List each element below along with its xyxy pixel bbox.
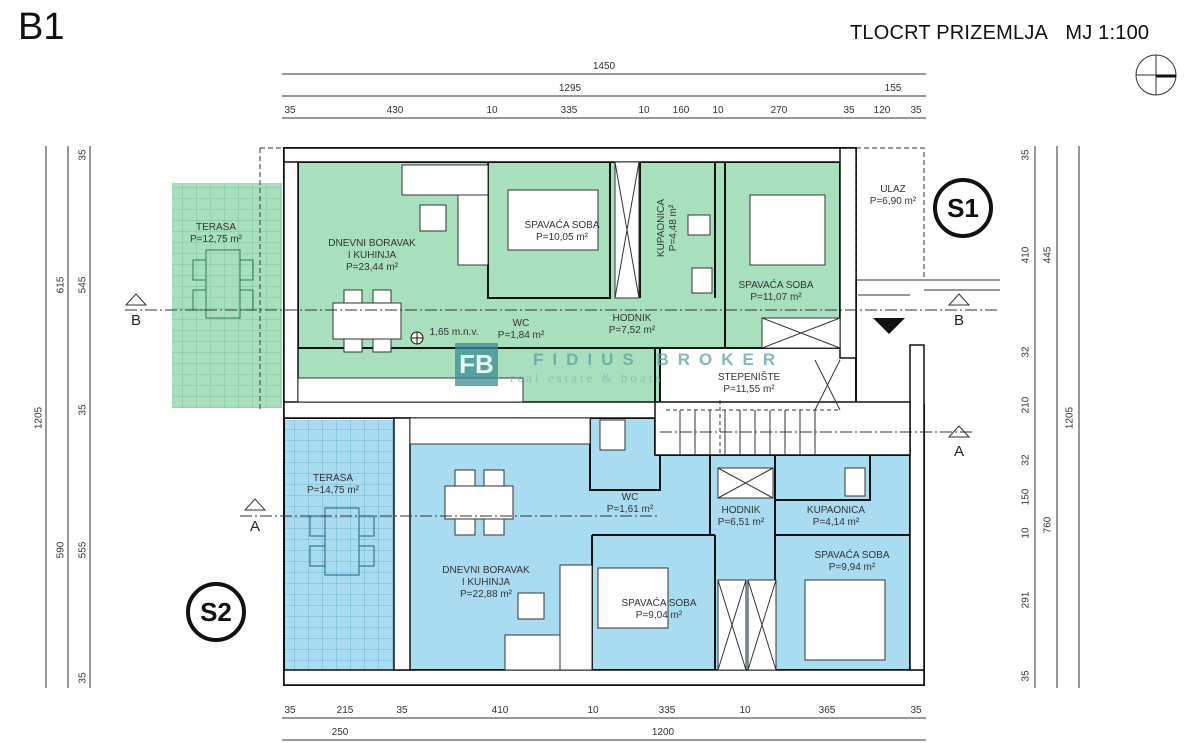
dim-right-total: 1205 — [1064, 406, 1076, 430]
section-marker-b: B — [953, 312, 965, 329]
dim-left-detail: 555 — [77, 541, 89, 559]
dim-top-detail: 35 — [284, 105, 296, 116]
dim-bottom-detail: 35 — [910, 705, 922, 716]
dim-left-total: 1205 — [33, 406, 45, 430]
dim-left-detail: 35 — [77, 404, 89, 416]
dim-top-detail: 335 — [560, 105, 578, 116]
dim-top-detail: 120 — [873, 105, 891, 116]
dim-right-detail: 291 — [1020, 591, 1032, 609]
dim-left-mid: 615 — [55, 276, 67, 294]
north-arrow-icon — [1135, 54, 1177, 96]
dim-bottom-detail: 35 — [284, 705, 296, 716]
dim-top-detail: 10 — [712, 105, 724, 116]
dim-top-mid: 1295 — [558, 83, 582, 94]
dim-top-detail: 10 — [486, 105, 498, 116]
section-marker-a: A — [953, 443, 965, 460]
dim-bottom-detail: 215 — [336, 705, 354, 716]
level-mark-label: 1,65 m.n.v. — [429, 327, 479, 338]
dim-top-detail: 35 — [843, 105, 855, 116]
dim-bottom-detail: 35 — [396, 705, 408, 716]
dim-left-detail: 35 — [77, 672, 89, 684]
scale-text: MJ 1:100 — [1065, 22, 1150, 44]
dim-bottom-detail: 365 — [818, 705, 836, 716]
dim-bottom-detail: 335 — [658, 705, 676, 716]
watermark-tagline: real estate & boats — [510, 370, 664, 385]
dim-top-detail: 270 — [770, 105, 788, 116]
dim-top-detail: 10 — [638, 105, 650, 116]
watermark-name: FIDIUS BROKER — [533, 350, 785, 369]
dim-left-detail: 35 — [77, 149, 89, 161]
section-marker-a: A — [249, 518, 261, 535]
dim-top-detail: 35 — [910, 105, 922, 116]
dim-right-detail: 410 — [1020, 246, 1032, 264]
dim-right-detail: 150 — [1020, 488, 1032, 506]
dim-right-detail: 32 — [1020, 454, 1032, 466]
dim-bottom-total: 1200 — [651, 727, 675, 738]
unit-badge-s1: S1 — [933, 178, 993, 238]
dim-left-mid: 590 — [55, 541, 67, 559]
dim-left-detail: 545 — [77, 276, 89, 294]
terrace-s1 — [172, 183, 282, 408]
entrance-arrow-icon — [873, 318, 905, 334]
dim-right-detail: 35 — [1020, 670, 1032, 682]
title-text: TLOCRT PRIZEMLJA — [850, 22, 1049, 44]
dim-right-mid: 445 — [1042, 246, 1054, 264]
dim-right-detail: 32 — [1020, 346, 1032, 358]
section-marker-b: B — [130, 312, 142, 329]
dim-top-mid: 155 — [884, 83, 902, 94]
drawing-title: TLOCRT PRIZEMLJA MJ 1:100 — [850, 22, 1149, 45]
dim-bottom-total: 250 — [331, 727, 349, 738]
building-label: B1 — [18, 6, 65, 48]
dim-top-total: 1450 — [592, 61, 616, 72]
dim-top-detail: 430 — [386, 105, 404, 116]
dim-bottom-detail: 410 — [491, 705, 509, 716]
dim-top-detail: 160 — [672, 105, 690, 116]
dim-right-detail: 35 — [1020, 149, 1032, 161]
dim-right-detail: 210 — [1020, 396, 1032, 414]
dim-bottom-detail: 10 — [739, 705, 751, 716]
watermark-logo: FB — [455, 343, 498, 386]
dim-right-mid: 760 — [1042, 516, 1054, 534]
dim-bottom-detail: 10 — [587, 705, 599, 716]
terrace-s2 — [284, 420, 394, 680]
unit-badge-s2: S2 — [186, 582, 246, 642]
dim-right-detail: 10 — [1020, 527, 1032, 539]
